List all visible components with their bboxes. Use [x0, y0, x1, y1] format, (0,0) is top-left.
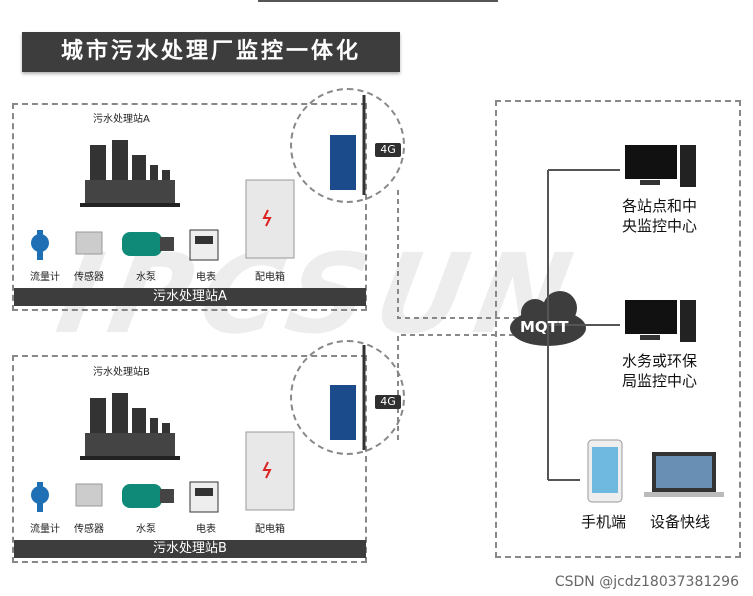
device-label: 水泵 — [136, 272, 156, 283]
tag-4g-b: 4G — [375, 395, 401, 409]
device-label: 电表 — [196, 524, 216, 535]
meter-icon — [189, 481, 219, 513]
device-label: 流量计 — [30, 524, 60, 535]
mqtt-label: MQTT — [520, 318, 569, 336]
station-a-bar: 污水处理站A — [14, 288, 366, 306]
station-a-top-label: 污水处理站A — [93, 114, 150, 125]
device-label: 传感器 — [74, 272, 104, 283]
phone-icon — [587, 439, 623, 503]
device-label: 水泵 — [136, 524, 156, 535]
endpoint-label: 设备快线 — [650, 513, 711, 531]
station-b-box — [12, 355, 367, 563]
device-label: 流量计 — [30, 272, 60, 283]
sensor-icon — [75, 483, 103, 507]
pump-icon — [122, 232, 174, 256]
laptop-icon — [644, 452, 724, 497]
network-box — [495, 100, 741, 558]
center-label: 央监控中心 — [622, 217, 698, 235]
flowmeter-icon — [31, 230, 49, 260]
station-b-top-label: 污水处理站B — [93, 367, 150, 378]
page-title: 城市污水处理厂监控一体化 — [22, 32, 400, 72]
device-label: 电表 — [196, 272, 216, 283]
footer-credit: CSDN @jcdz18037381296 — [554, 574, 739, 590]
meter-icon — [189, 229, 219, 261]
router-a-circle — [290, 88, 405, 203]
computer-icon — [625, 300, 696, 342]
power-cabinet-icon — [245, 179, 295, 259]
flowmeter-icon — [31, 482, 49, 512]
device-label: 配电箱 — [255, 524, 285, 535]
router-b-circle — [290, 340, 405, 455]
station-b-bar: 污水处理站B — [14, 540, 366, 558]
center-label: 各站点和中 — [622, 197, 698, 215]
device-label: 配电箱 — [255, 272, 285, 283]
power-cabinet-icon — [245, 431, 295, 511]
center-label: 水务或环保 — [622, 352, 698, 370]
treatment-plant-icon — [80, 140, 180, 207]
endpoint-label: 手机端 — [581, 513, 627, 531]
pump-icon — [122, 484, 174, 508]
treatment-plant-icon — [80, 393, 180, 460]
top-divider — [258, 0, 498, 2]
center-label: 局监控中心 — [622, 372, 698, 390]
tag-4g-a: 4G — [375, 143, 401, 157]
sensor-icon — [75, 231, 103, 255]
computer-icon — [625, 145, 696, 187]
station-a-box — [12, 103, 367, 311]
device-label: 传感器 — [74, 524, 104, 535]
